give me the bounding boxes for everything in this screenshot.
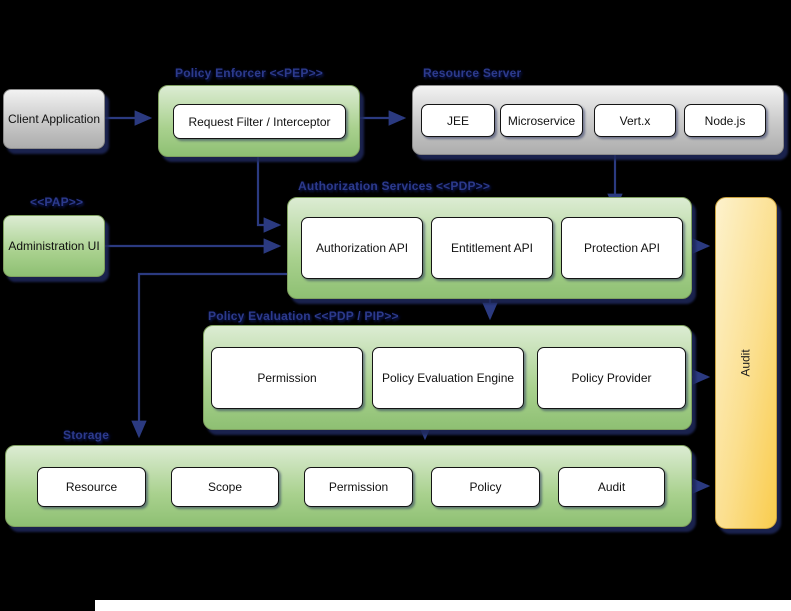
- pap-stereotype-label: <<PAP>>: [30, 195, 84, 209]
- connector-enforcer-to-authorization-services: [256, 155, 282, 233]
- policy-evaluation-engine-node: Policy Evaluation Engine: [372, 347, 524, 409]
- storage-audit-node: Audit: [558, 467, 665, 507]
- permission-node: Permission: [211, 347, 363, 409]
- policy-evaluation-title: Policy Evaluation <<PDP / PIP>>: [208, 309, 399, 323]
- storage-permission-node: Permission: [304, 467, 413, 507]
- microservice-node: Microservice: [500, 104, 583, 137]
- authorization-api-node: Authorization API: [301, 217, 423, 279]
- audit-node: Audit: [715, 197, 777, 529]
- client-application-node: Client Application: [3, 89, 105, 149]
- audit-node-label: Audit: [738, 349, 753, 377]
- policy-enforcer-container: Request Filter / Interceptor: [158, 85, 360, 157]
- jee-node: JEE: [421, 104, 495, 137]
- page-bottom-strip: [95, 600, 791, 611]
- storage-resource-node: Resource: [37, 467, 146, 507]
- authorization-services-title: Authorization Services <<PDP>>: [298, 179, 491, 193]
- resource-server-title: Resource Server: [423, 66, 522, 80]
- authorization-services-container: Authorization API Entitlement API Protec…: [287, 197, 692, 299]
- entitlement-api-node: Entitlement API: [431, 217, 553, 279]
- policy-evaluation-container: Permission Policy Evaluation Engine Poli…: [203, 325, 692, 430]
- policy-provider-node: Policy Provider: [537, 347, 686, 409]
- request-filter-interceptor-node: Request Filter / Interceptor: [173, 104, 346, 139]
- storage-policy-node: Policy: [431, 467, 540, 507]
- vertx-node: Vert.x: [594, 104, 676, 137]
- protection-api-node: Protection API: [561, 217, 683, 279]
- resource-server-container: JEE Microservice Vert.x Node.js: [412, 85, 784, 155]
- storage-title: Storage: [63, 428, 110, 442]
- nodejs-node: Node.js: [684, 104, 766, 137]
- administration-ui-node: Administration UI: [3, 215, 105, 277]
- storage-scope-node: Scope: [171, 467, 279, 507]
- storage-container: Resource Scope Permission Policy Audit: [5, 445, 692, 527]
- policy-enforcer-title: Policy Enforcer <<PEP>>: [175, 66, 324, 80]
